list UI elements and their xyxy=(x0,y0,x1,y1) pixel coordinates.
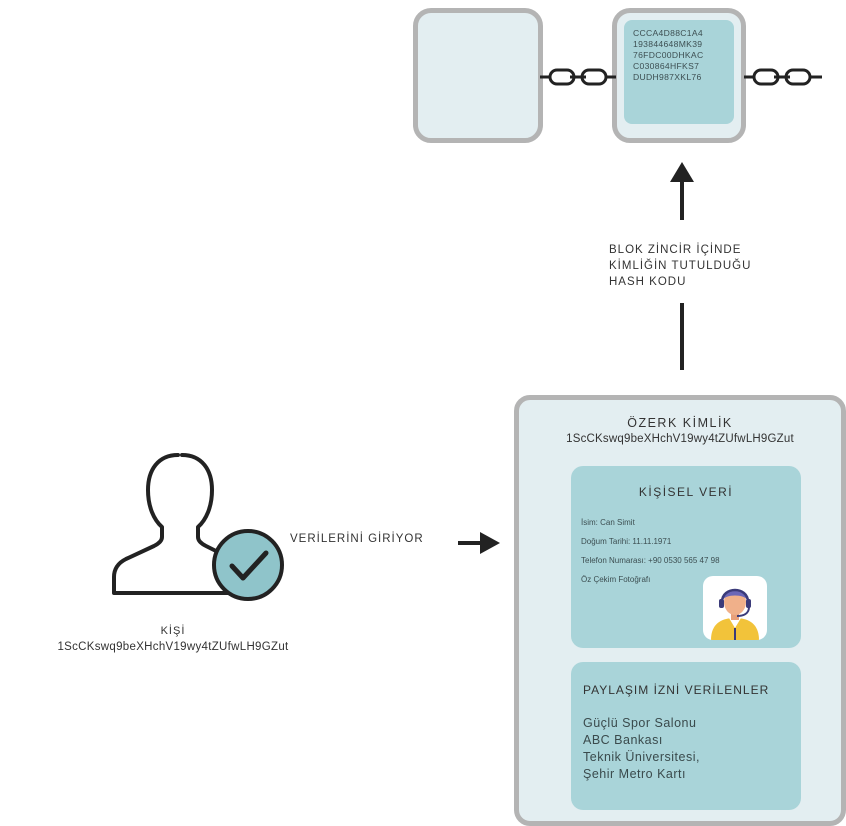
identity-title: ÖZERK KİMLİK xyxy=(627,416,733,430)
personal-data-panel: KİŞİSEL VERİ İsim: Can Simit Doğum Tarih… xyxy=(571,466,801,648)
arrow-connector-line xyxy=(680,303,684,370)
sharing-permissions-panel: PAYLAŞIM İZNİ VERİLENLER Güçlü Spor Salo… xyxy=(571,662,801,810)
blockchain-block-hash: CCCA4D88C1A4 193844648MK39 76FDC00DHKAC … xyxy=(612,8,746,143)
personal-field: Telefon Numarası: +90 0530 565 47 98 xyxy=(581,556,720,565)
hash-code-box: CCCA4D88C1A4 193844648MK39 76FDC00DHKAC … xyxy=(624,20,734,124)
hash-arrow-label-line: HASH KODU xyxy=(609,276,687,288)
hash-line: CCCA4D88C1A4 xyxy=(633,28,703,38)
sharing-item: ABC Bankası xyxy=(583,733,663,747)
hash-arrow-label: BLOK ZİNCİR İÇİNDE KİMLİĞİN TUTULDUĞU HA… xyxy=(609,242,751,290)
avatar-icon xyxy=(711,588,759,640)
sharing-item: Şehir Metro Kartı xyxy=(583,767,686,781)
sharing-list: Güçlü Spor Salonu ABC Bankası Teknik Üni… xyxy=(583,715,700,783)
sharing-item: Teknik Üniversitesi, xyxy=(583,750,700,764)
selfie-photo xyxy=(703,576,767,640)
hash-line: 193844648MK39 xyxy=(633,39,703,49)
hash-line: C030864HFKS7 xyxy=(633,61,700,71)
person-title: KİŞİ xyxy=(160,625,186,637)
data-entry-label: VERİLERİNİ GİRİYOR xyxy=(290,533,424,545)
chain-link-icon xyxy=(744,68,822,86)
arrow-right-icon xyxy=(458,532,500,554)
personal-field: İsim: Can Simit xyxy=(581,518,635,527)
personal-field: Doğum Tarihi: 11.11.1971 xyxy=(581,537,672,546)
personal-data-title: KİŞİSEL VERİ xyxy=(638,485,734,499)
sharing-item: Güçlü Spor Salonu xyxy=(583,716,697,730)
user-verified-icon xyxy=(112,453,284,601)
hash-line: DUDH987XKL76 xyxy=(633,72,702,82)
chain-link-icon xyxy=(540,68,616,86)
person-id: 1ScCKswq9beXHchV19wy4tZUfwLH9GZut xyxy=(57,641,289,653)
sharing-title: PAYLAŞIM İZNİ VERİLENLER xyxy=(583,683,770,697)
personal-field: Öz Çekim Fotoğrafı xyxy=(581,575,651,584)
autonomous-identity-card: ÖZERK KİMLİK 1ScCKswq9beXHchV19wy4tZUfwL… xyxy=(514,395,846,826)
hash-arrow-label-line: BLOK ZİNCİR İÇİNDE xyxy=(609,244,742,256)
arrow-up-icon xyxy=(670,162,694,220)
hash-line: 76FDC00DHKAC xyxy=(633,50,704,60)
blockchain-block-empty xyxy=(413,8,543,143)
hash-arrow-label-line: KİMLİĞİN TUTULDUĞU xyxy=(609,260,752,272)
identity-id: 1ScCKswq9beXHchV19wy4tZUfwLH9GZut xyxy=(566,433,794,445)
